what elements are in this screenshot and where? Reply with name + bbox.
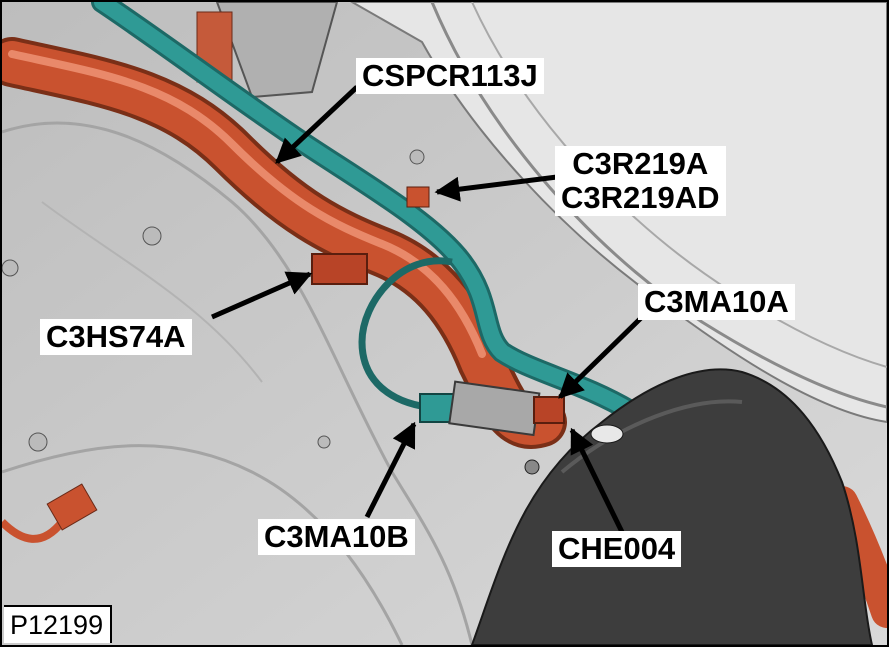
connector-c3r219a (406, 186, 430, 208)
teal-loop (358, 257, 453, 411)
panel-stud (2, 259, 19, 277)
callout-che004: CHE004 (552, 531, 682, 567)
connector-c3hs74a (311, 253, 368, 285)
callout-c3hs74a: C3HS74A (40, 319, 192, 355)
bottom-left-connector (46, 483, 98, 531)
panel-stud (142, 226, 162, 246)
panel-rib (2, 121, 474, 645)
control-module (215, 2, 339, 99)
callout-c3ma10a: C3MA10A (638, 284, 795, 320)
panel-rib (2, 444, 404, 645)
arrow-c3ma10a (558, 315, 644, 399)
teal-harness-core (94, 2, 640, 420)
arrow-che004 (569, 427, 625, 534)
figure-id: P12199 (4, 605, 113, 643)
callout-cspcr113j: CSPCR113J (356, 58, 544, 94)
callout-c3ma10b: C3MA10B (258, 519, 415, 555)
panel-rib (41, 201, 263, 383)
connector-c3ma10a (533, 396, 565, 424)
arrow-c3r219a (434, 174, 558, 202)
cover-grommet (590, 424, 624, 444)
dark-cover (470, 368, 874, 645)
connector-c3ma10b (419, 393, 455, 423)
panel-stud (409, 149, 425, 165)
callout-c3r219a: C3R219A (572, 146, 709, 181)
callout-c3r219ad: C3R219AD (561, 180, 720, 215)
panel-stud (28, 432, 48, 452)
orange-harness-core (2, 41, 563, 445)
arrow-c3ma10b (364, 421, 417, 519)
callout-c3r219: C3R219A C3R219AD (555, 146, 726, 216)
arrow-cspcr113j (275, 85, 359, 164)
orange-harness-highlight (8, 50, 486, 358)
panel-stud (317, 435, 331, 449)
arrow-c3hs74a (210, 271, 313, 320)
cover-screw (524, 459, 540, 475)
